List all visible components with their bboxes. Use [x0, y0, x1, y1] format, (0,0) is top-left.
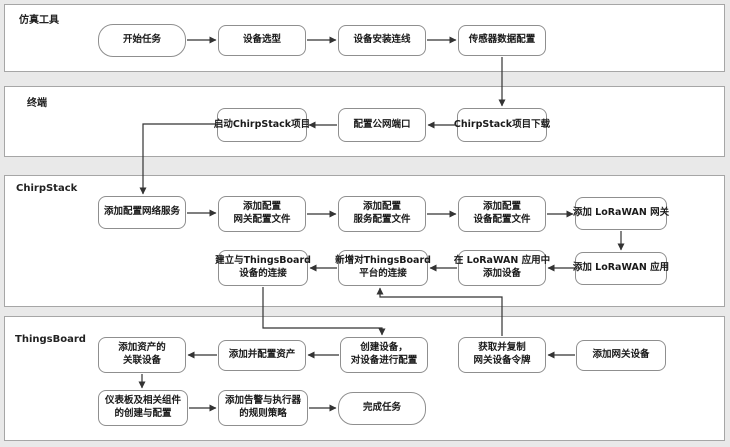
node-gateway-profile: 添加配置网关配置文件	[218, 196, 306, 232]
node-device-select: 设备选型	[218, 25, 306, 56]
node-asset-related-device: 添加资产的关联设备	[98, 337, 186, 373]
node-label-line: 添加配置	[482, 201, 521, 213]
node-label-line: 新增对ThingsBoard	[335, 255, 431, 267]
node-label-line: 添加资产的	[118, 342, 166, 354]
lane-label: ThingsBoard	[15, 334, 86, 345]
node-label-line: 建立与ThingsBoard	[215, 255, 311, 267]
node-label-line: 启动ChirpStack项目	[213, 118, 311, 130]
node-label-line: 的规则策略	[239, 408, 287, 419]
node-label-line: 关联设备	[122, 355, 161, 366]
node-start-chirpstack: 启动ChirpStack项目	[213, 108, 311, 142]
node-dashboard-create: 仪表板及相关组件的创建与配置	[98, 390, 188, 426]
node-label-line: 添加配置	[242, 201, 281, 213]
node-chirpstack-download: ChirpStack项目下载	[453, 108, 551, 142]
node-add-lorawan-gateway: 添加 LoRaWAN 网关	[572, 197, 670, 230]
node-add-device-in-app: 在 LoRaWAN 应用中添加设备	[454, 250, 550, 286]
node-label-line: 添加配置网络服务	[103, 206, 180, 218]
node-label-line: 仪表板及相关组件	[104, 395, 181, 407]
node-add-lorawan-app: 添加 LoRaWAN 应用	[572, 252, 670, 285]
node-label-line: 设备的连接	[239, 268, 287, 279]
node-label-line: 服务配置文件	[353, 214, 411, 225]
node-label-line: ChirpStack项目下载	[453, 118, 551, 130]
node-label-line: 完成任务	[362, 402, 401, 414]
node-label-line: 对设备进行配置	[350, 355, 418, 366]
node-sensor-config: 传感器数据配置	[458, 25, 546, 56]
lane-chirpstack: ChirpStack	[4, 175, 725, 307]
node-copy-gateway-token: 获取并复制网关设备令牌	[458, 337, 546, 373]
node-add-config-asset: 添加并配置资产	[218, 340, 306, 371]
node-label-line: 添加告警与执行器	[224, 395, 301, 407]
node-label-line: 添加设备	[482, 268, 521, 279]
node-label-line: 创建设备，	[360, 342, 408, 354]
node-label-line: 配置公网端口	[353, 118, 411, 130]
node-label-line: 开始任务	[122, 34, 161, 46]
node-network-service: 添加配置网络服务	[98, 196, 186, 229]
lane-label: ChirpStack	[16, 183, 78, 194]
node-public-port: 配置公网端口	[338, 108, 426, 142]
node-label-line: 添加 LoRaWAN 应用	[572, 262, 670, 274]
node-end: 完成任务	[338, 392, 426, 425]
lane-label: 仿真工具	[19, 15, 59, 26]
node-start: 开始任务	[98, 24, 186, 57]
node-label-line: 获取并复制	[478, 342, 526, 354]
node-add-gateway-device: 添加网关设备	[576, 340, 666, 371]
node-alarm-rules: 添加告警与执行器的规则策略	[218, 390, 308, 426]
node-label-line: 设备选型	[242, 34, 281, 46]
node-label-line: 添加并配置资产	[228, 349, 296, 361]
node-label-line: 网关设备令牌	[473, 355, 531, 366]
node-label-line: 网关配置文件	[233, 214, 291, 225]
node-create-device: 创建设备，对设备进行配置	[340, 337, 428, 373]
node-label-line: 在 LoRaWAN 应用中	[453, 255, 551, 267]
lane-label: 终端	[27, 98, 47, 109]
node-label-line: 添加配置	[362, 201, 401, 213]
node-label-line: 平台的连接	[359, 268, 407, 279]
node-label-line: 添加网关设备	[592, 349, 650, 361]
node-device-profile: 添加配置设备配置文件	[458, 196, 546, 232]
node-device-install: 设备安装连线	[338, 25, 426, 56]
node-service-profile: 添加配置服务配置文件	[338, 196, 426, 232]
node-label-line: 设备安装连线	[353, 34, 411, 46]
node-label-line: 的创建与配置	[114, 408, 172, 419]
node-label-line: 添加 LoRaWAN 网关	[572, 207, 670, 219]
node-label-line: 传感器数据配置	[468, 34, 536, 46]
node-label-line: 设备配置文件	[473, 214, 531, 225]
